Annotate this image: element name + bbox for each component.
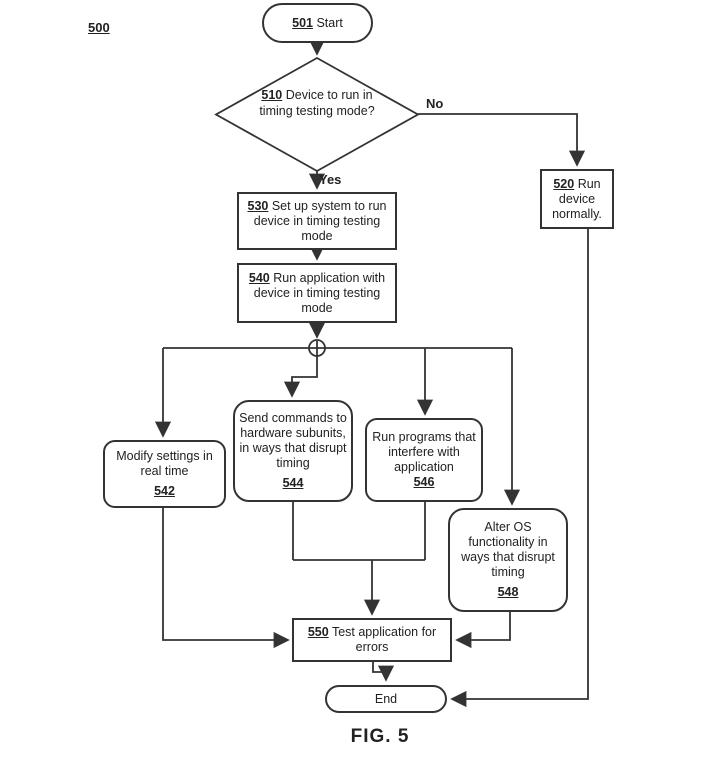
node-520-label: 520 Run device normally.	[552, 176, 602, 221]
node-540-label: 540 Run application with device in timin…	[248, 270, 386, 315]
edge-550-to-end	[372, 662, 395, 682]
node-542-text: Modify settings in real time	[116, 449, 213, 478]
node-530-label: 530 Set up system to run device in timin…	[247, 198, 387, 243]
edge-no-to-520	[418, 113, 586, 167]
node-548-num: 548	[497, 585, 519, 599]
edge-542-to-550	[162, 508, 290, 649]
node-start: 501 Start	[262, 3, 373, 43]
edge-to-544	[283, 356, 318, 398]
node-548-alter-os: Alter OS functionality in ways that disr…	[448, 508, 568, 612]
node-550-test: 550 Test application for errors	[292, 618, 452, 662]
node-530-setup: 530 Set up system to run device in timin…	[237, 192, 397, 250]
node-546-num: 546	[413, 475, 435, 489]
edge-label-yes: Yes	[319, 172, 342, 187]
node-550-label: 550 Test application for errors	[307, 625, 437, 654]
figure-ref-label: 500	[88, 20, 110, 35]
node-end-label: End	[374, 691, 398, 706]
node-520-run-normally: 520 Run device normally.	[540, 169, 614, 229]
edge-label-no: No	[426, 96, 444, 111]
edge-520-to-end	[450, 229, 589, 708]
node-540-run-app: 540 Run application with device in timin…	[237, 263, 397, 323]
node-544-send-commands: Send commands to hardware subunits, in w…	[233, 400, 353, 502]
node-544-text: Send commands to hardware subunits, in w…	[239, 411, 347, 470]
node-542-num: 542	[154, 484, 175, 498]
node-end: End	[325, 685, 447, 713]
node-546-run-programs: Run programs that interfere with applica…	[365, 418, 483, 502]
node-548-text: Alter OS functionality in ways that disr…	[461, 520, 555, 579]
node-start-label: 501 Start	[292, 15, 343, 30]
node-decision-label: 510 Device to run in timing testing mode…	[259, 88, 375, 118]
node-544-num: 544	[282, 476, 304, 490]
edge-548-to-550	[455, 612, 511, 649]
figure-caption: FIG. 5	[350, 726, 410, 747]
node-546-text: Run programs that interfere with applica…	[372, 430, 476, 474]
node-542-modify-settings: Modify settings in real time 542	[103, 440, 226, 508]
